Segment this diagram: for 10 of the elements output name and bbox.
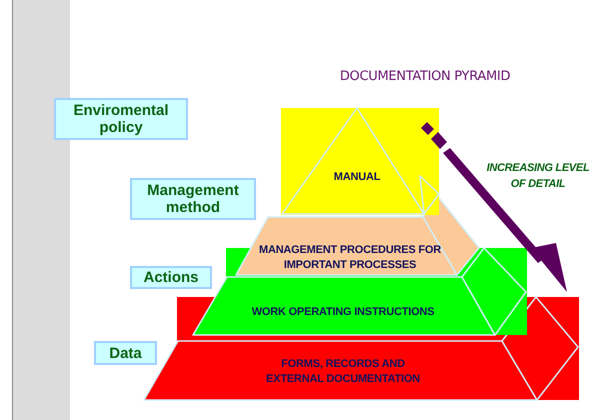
level-label: Enviromental policy	[54, 98, 188, 140]
direction-label: INCREASING LEVEL OF DETAIL	[486, 161, 590, 192]
tier-text: MANUAL	[332, 170, 382, 184]
diagram-title: DOCUMENTATION PYRAMID	[338, 69, 512, 84]
tier-text: MANAGEMENT PROCEDURES FOR IMPORTANT PROCESSES	[258, 243, 442, 273]
tier-text: FORMS, RECORDS AND EXTERNAL DOCUMENTATION	[265, 357, 421, 387]
level-label: Data	[94, 341, 157, 365]
tier-text: WORK OPERATING INSTRUCTIONS	[250, 304, 436, 320]
level-label: Management method	[130, 178, 256, 220]
level-label: Actions	[130, 266, 212, 289]
